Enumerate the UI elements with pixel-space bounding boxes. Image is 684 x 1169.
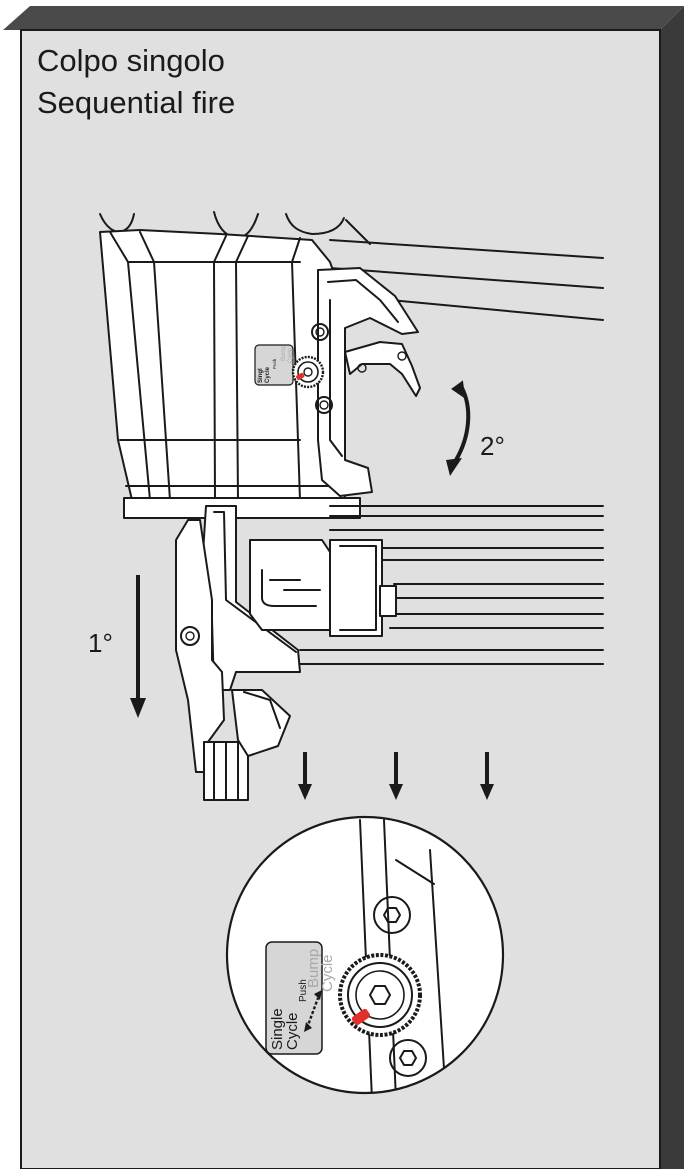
mode-plate-large-text: Single Cycle Push Bump Cycle — [269, 949, 336, 1050]
panel-right-bevel — [660, 6, 684, 1169]
svg-text:Singl: Singl — [258, 368, 264, 383]
detail-magnifier: Single Cycle Push Bump Cycle — [225, 815, 505, 1095]
mode-plate-small-text: Singl Cycle Push Bump Cycle — [258, 345, 294, 383]
svg-text:Cycle: Cycle — [265, 366, 271, 383]
svg-text:Push: Push — [272, 358, 277, 369]
indicator-red — [351, 1008, 371, 1026]
trigger-pin — [397, 351, 407, 361]
nose-guide-edge — [243, 691, 281, 729]
nose-slot — [261, 569, 321, 607]
housing-bolts — [311, 323, 333, 414]
detail-bolt-bottom — [389, 1039, 427, 1077]
dashed-arrow-icon — [304, 990, 322, 1032]
trigger-pivot — [357, 363, 367, 373]
trigger-housing-inner — [327, 279, 399, 323]
arrow-down-icon — [298, 752, 312, 800]
mode-plate-small — [254, 344, 294, 386]
selector-knob-small — [291, 355, 325, 389]
handle-rails — [329, 239, 604, 321]
detail-content: Single Cycle Push Bump Cycle — [265, 819, 447, 1093]
housing-contours — [109, 231, 341, 501]
trigger-housing — [317, 267, 419, 497]
magazine — [299, 505, 604, 665]
svg-text:Bump: Bump — [281, 345, 287, 361]
step1-arrow — [130, 575, 146, 718]
svg-text:Cycle: Cycle — [284, 1012, 301, 1050]
svg-text:Bump: Bump — [305, 949, 322, 988]
step1-label: 1° — [88, 628, 113, 658]
nailer-tool: Singl Cycle Push Bump Cycle — [99, 211, 604, 801]
svg-text:Push: Push — [298, 979, 309, 1002]
step2-label: 2° — [480, 431, 505, 461]
title-italian: Colpo singolo — [37, 43, 225, 78]
svg-text:Single: Single — [269, 1008, 286, 1050]
title-english: Sequential fire — [37, 85, 235, 120]
detail-bolt-top — [373, 896, 411, 934]
svg-text:Cycle: Cycle — [319, 954, 336, 992]
selector-knob-large — [338, 953, 422, 1037]
nose-guide — [231, 689, 291, 757]
nose-bracket — [249, 539, 331, 631]
contact-arm-bolt — [180, 626, 200, 646]
nose-tip-ridges — [213, 741, 239, 801]
arrow-down-icon — [480, 752, 494, 800]
curved-double-arrow-icon — [446, 380, 471, 476]
nail-arrows — [298, 752, 494, 800]
base-plate — [123, 497, 361, 519]
arrow-down-icon — [389, 752, 403, 800]
svg-text:Cycle: Cycle — [288, 347, 294, 363]
trigger-housing-edge — [329, 299, 343, 457]
panel-top-bevel — [3, 6, 684, 30]
